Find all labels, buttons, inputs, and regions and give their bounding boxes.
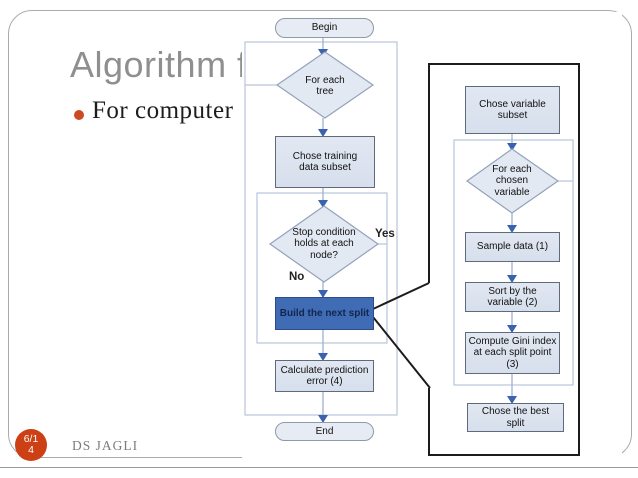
stop-condition-diamond-shape xyxy=(268,205,380,283)
flowchart-connectors xyxy=(244,36,580,456)
build-next-split-label: Build the next split xyxy=(279,307,370,319)
for-each-variable-diamond-shape xyxy=(465,148,560,214)
compute-gini-node: Compute Gini index at each split point (… xyxy=(465,332,560,374)
detail-panel-border xyxy=(428,63,580,456)
flowchart-image: Begin For each tree Chose training data … xyxy=(242,12,622,460)
for-each-variable-label: For each chosen variable xyxy=(492,163,532,198)
bullet-text: For computer xyxy=(92,97,234,124)
chose-variable-subset-label: Chose variable subset xyxy=(479,98,546,122)
compute-gini-label: Compute Gini index at each split point (… xyxy=(468,335,557,370)
begin-label: Begin xyxy=(311,22,338,34)
end-label: End xyxy=(315,425,334,437)
begin-node: Begin xyxy=(275,18,374,38)
sample-data-label: Sample data (1) xyxy=(476,241,549,253)
slide-number-line2: 4 xyxy=(28,444,34,456)
callout-line-bottom xyxy=(372,316,431,389)
chose-best-split-label: Chose the best split xyxy=(481,406,550,429)
for-each-tree-label: For each tree xyxy=(305,74,345,98)
slide-number-badge: 6/1 4 xyxy=(15,429,47,461)
right-loop-boundary xyxy=(453,139,574,386)
bullet-item: For computer xyxy=(74,97,233,125)
slide-number-line1: 6/1 xyxy=(23,433,39,445)
for-each-tree-node: For each tree xyxy=(300,64,350,108)
sample-data-node: Sample data (1) xyxy=(465,232,560,262)
footer-author: DS JAGLI xyxy=(72,438,139,453)
stop-condition-node: Stop condition holds at each node? xyxy=(289,218,359,270)
bullet-dot-icon xyxy=(74,110,84,120)
for-each-variable-node: For each chosen variable xyxy=(489,163,535,199)
chose-variable-subset-node: Chose variable subset xyxy=(465,86,560,134)
chose-training-label: Chose training data subset xyxy=(292,150,358,174)
yes-branch-label: Yes xyxy=(375,228,395,240)
inner-loop-boundary xyxy=(256,192,388,344)
calc-prediction-error-node: Calculate prediction error (4) xyxy=(275,360,374,392)
slide-title: Algorithm f xyxy=(70,44,248,85)
stop-condition-label: Stop condition holds at each node? xyxy=(292,226,356,261)
slide-bottom-rule xyxy=(0,467,638,468)
build-next-split-node: Build the next split xyxy=(275,297,374,330)
chose-training-node: Chose training data subset xyxy=(275,136,375,188)
chose-best-split-node: Chose the best split xyxy=(467,403,564,432)
sort-by-variable-node: Sort by the variable (2) xyxy=(465,282,560,312)
sort-by-variable-label: Sort by the variable (2) xyxy=(487,285,538,309)
arrowhead-icons xyxy=(318,49,517,423)
end-node: End xyxy=(275,422,374,441)
calc-prediction-error-label: Calculate prediction error (4) xyxy=(280,364,369,388)
callout-line-top xyxy=(372,282,430,310)
no-branch-label: No xyxy=(289,271,305,283)
for-each-tree-diamond-shape xyxy=(275,51,375,119)
